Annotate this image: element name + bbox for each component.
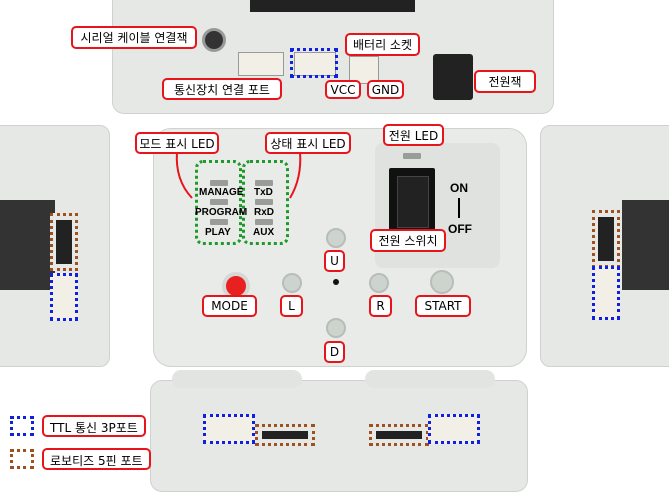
label-comm-port: 통신장치 연결 포트 (162, 78, 282, 100)
led-aux (255, 219, 273, 225)
mode-led-play: PLAY (205, 227, 231, 238)
power-switch[interactable] (389, 168, 435, 236)
button-up[interactable] (326, 228, 346, 248)
label-l: L (280, 295, 303, 317)
top-slot (250, 0, 415, 12)
label-vcc: VCC (325, 80, 361, 99)
legend-5pin-swatch (10, 449, 34, 469)
led-play (210, 219, 228, 225)
label-battery-socket: 배터리 소켓 (345, 33, 420, 56)
status-led-group (242, 160, 289, 245)
label-power-jack: 전원잭 (474, 70, 536, 93)
button-left[interactable] (282, 273, 302, 293)
center-hole (333, 279, 339, 285)
data-led-aux: AUX (253, 227, 275, 238)
data-led-txd: TxD (254, 187, 273, 198)
5pin-marker-bottom-left (255, 424, 315, 446)
5pin-port-left (56, 220, 72, 264)
mode-led-group (195, 160, 242, 245)
label-u: U (324, 250, 345, 272)
bottom-bumps-right (365, 370, 495, 388)
ttl-marker-bottom-left (203, 414, 255, 444)
off-label: OFF (448, 222, 472, 236)
serial-jack (202, 28, 226, 52)
power-led (403, 153, 421, 159)
power-jack (433, 54, 473, 100)
label-power-led: 전원 LED (383, 124, 444, 146)
battery-socket (349, 56, 379, 84)
mode-led-manage: MANAGE (199, 187, 244, 198)
label-serial-jack: 시리얼 케이블 연결잭 (71, 26, 197, 49)
led-program (210, 199, 228, 205)
comm-port-4pin (238, 52, 284, 76)
label-d: D (324, 341, 345, 363)
ttl-marker-right (592, 266, 620, 320)
5pin-marker-bottom-right (369, 424, 429, 446)
mode-led-program: PROGRAM (195, 207, 248, 218)
ttl-marker-bottom-right (428, 414, 480, 444)
legend-5pin-label: 로보티즈 5핀 포트 (42, 448, 151, 470)
on-label: ON (450, 181, 468, 195)
legend-ttl-swatch (10, 416, 34, 436)
label-status-led: 상태 표시 LED (265, 132, 351, 154)
button-right[interactable] (369, 273, 389, 293)
left-side-slot (0, 200, 55, 290)
led-txd (255, 180, 273, 186)
label-mode-led: 모드 표시 LED (135, 132, 219, 154)
bottom-bumps (172, 370, 302, 388)
right-side-slot (622, 200, 669, 290)
led-rxd (255, 199, 273, 205)
label-start: START (415, 295, 471, 317)
label-mode: MODE (202, 295, 257, 317)
ttl-marker-left (50, 273, 78, 321)
ttl-port-marker (290, 48, 338, 78)
legend-ttl-label: TTL 통신 3P포트 (42, 415, 146, 437)
5pin-port-right (598, 217, 614, 261)
button-start[interactable] (430, 270, 454, 294)
label-power-switch: 전원 스위치 (370, 229, 446, 252)
label-r: R (369, 295, 392, 317)
data-led-rxd: RxD (254, 207, 275, 218)
button-down[interactable] (326, 318, 346, 338)
led-manage (210, 180, 228, 186)
on-off-line (458, 198, 460, 218)
label-gnd: GND (367, 80, 404, 99)
